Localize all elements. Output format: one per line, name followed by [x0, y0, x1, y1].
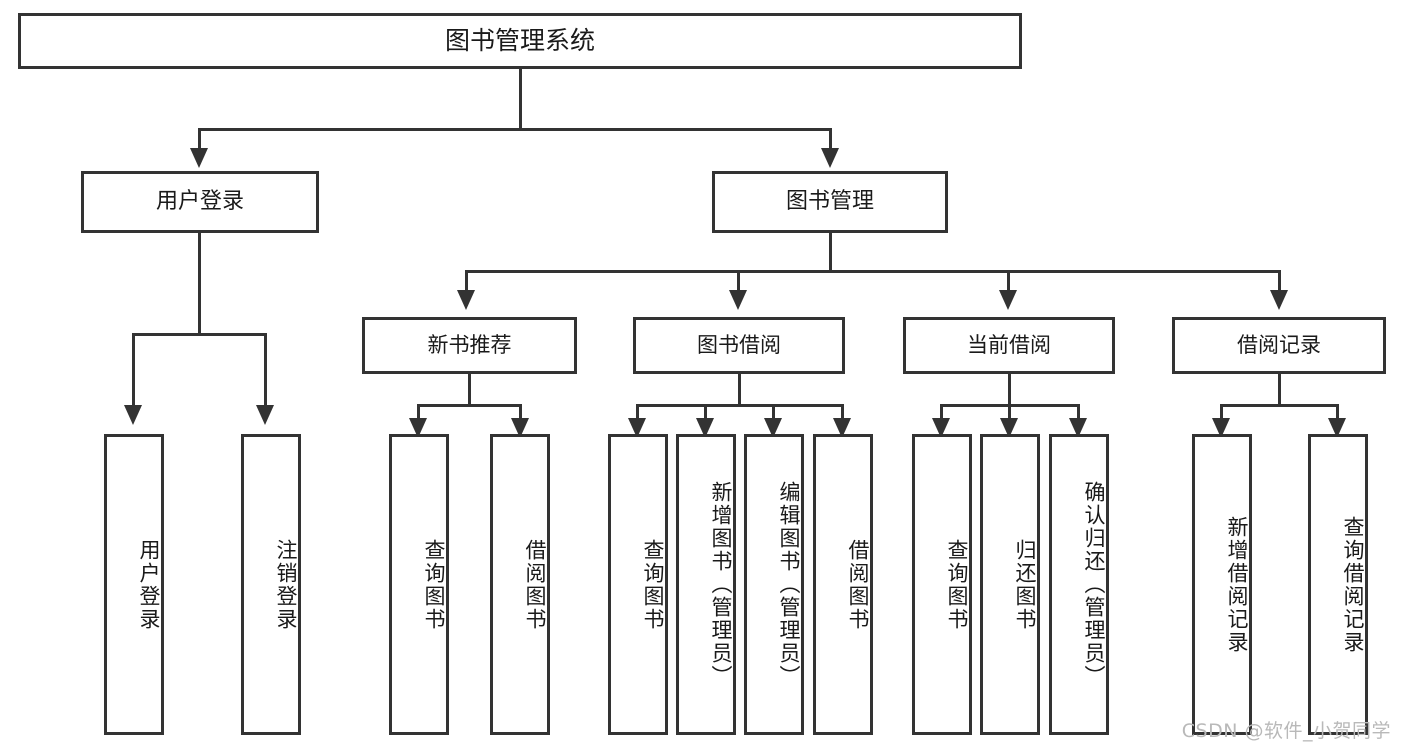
- arrowhead-current-borrow-leaf-1: [932, 418, 950, 438]
- node-label: 注销登录: [274, 538, 298, 631]
- connector-book-borrow-to-leaf-4: [841, 404, 844, 420]
- connector-book-borrow-to-leaf-2: [704, 404, 707, 420]
- connector-root-stem: [519, 69, 522, 131]
- node-label: 借阅记录: [1237, 333, 1321, 358]
- node-label: 新书推荐: [427, 333, 512, 358]
- leaf-borrow-record-query-record[interactable]: 查询借阅记录: [1308, 434, 1368, 735]
- connector-book-borrow-stem: [738, 374, 741, 407]
- node-label: 借阅图书: [846, 538, 870, 631]
- connector-current-borrow-stem: [1008, 374, 1011, 407]
- connector-root-bus: [198, 128, 832, 131]
- connector-borrow-record-to-leaf-1: [1220, 404, 1223, 420]
- node-user-login[interactable]: 用户登录: [81, 171, 319, 233]
- arrowhead-borrow-record-leaf-2: [1328, 418, 1346, 438]
- arrowhead-to-borrow-record: [1270, 290, 1288, 310]
- node-label: 查询图书: [641, 538, 665, 631]
- node-label: 查询借阅记录: [1341, 515, 1365, 654]
- node-book-borrow[interactable]: 图书借阅: [633, 317, 845, 374]
- node-label: 图书借阅: [697, 333, 781, 358]
- connector-borrow-record-stem: [1278, 374, 1281, 407]
- connector-new-book-stem: [468, 374, 471, 407]
- connector-to-book-borrow: [737, 270, 740, 292]
- leaf-book-borrow-borrow-book[interactable]: 借阅图书: [813, 434, 873, 735]
- arrowhead-to-book-manage: [821, 148, 839, 168]
- arrowhead-book-borrow-leaf-1: [628, 418, 646, 438]
- connector-book-borrow-to-leaf-1: [636, 404, 639, 420]
- connector-user-login-to-leaf-1: [132, 333, 135, 407]
- leaf-borrow-record-add-record[interactable]: 新增借阅记录: [1192, 434, 1252, 735]
- leaf-book-borrow-edit-book[interactable]: 编辑图书（管理员）: [744, 434, 804, 735]
- arrowhead-to-current-borrow: [999, 290, 1017, 310]
- connector-root-to-user-login: [198, 128, 201, 150]
- connector-new-book-to-leaf-2: [519, 404, 522, 420]
- node-label: 确认归还（管理员）: [1082, 481, 1106, 688]
- node-root-system[interactable]: 图书管理系统: [18, 13, 1022, 69]
- leaf-current-borrow-confirm-return[interactable]: 确认归还（管理员）: [1049, 434, 1109, 735]
- connector-level2-bus: [465, 270, 1281, 273]
- node-label: 用户登录: [137, 538, 161, 631]
- leaf-new-book-borrow-book[interactable]: 借阅图书: [490, 434, 550, 735]
- connector-borrow-record-bus: [1220, 404, 1339, 407]
- node-book-manage[interactable]: 图书管理: [712, 171, 948, 233]
- arrowhead-borrow-record-leaf-1: [1212, 418, 1230, 438]
- arrowhead-to-new-book: [457, 290, 475, 310]
- connector-new-book-bus: [417, 404, 522, 407]
- arrowhead-new-book-leaf-1: [409, 418, 427, 438]
- node-label: 当前借阅: [967, 333, 1051, 358]
- connector-current-borrow-to-leaf-3: [1077, 404, 1080, 420]
- arrowhead-book-borrow-leaf-3: [764, 418, 782, 438]
- node-new-book-recommend[interactable]: 新书推荐: [362, 317, 577, 374]
- node-label: 用户登录: [155, 189, 244, 215]
- arrowhead-book-borrow-leaf-4: [833, 418, 851, 438]
- connector-book-borrow-bus: [636, 404, 844, 407]
- node-label: 编辑图书（管理员）: [777, 481, 801, 688]
- leaf-user-login-signout[interactable]: 注销登录: [241, 434, 301, 735]
- connector-current-borrow-to-leaf-1: [940, 404, 943, 420]
- leaf-book-borrow-query-book[interactable]: 查询图书: [608, 434, 668, 735]
- arrowhead-new-book-leaf-2: [511, 418, 529, 438]
- connector-book-manage-stem: [829, 233, 832, 273]
- connector-to-new-book: [465, 270, 468, 292]
- connector-book-borrow-to-leaf-3: [772, 404, 775, 420]
- arrowhead-book-borrow-leaf-2: [696, 418, 714, 438]
- node-label: 图书管理: [785, 189, 874, 215]
- connector-current-borrow-to-leaf-2: [1008, 404, 1011, 420]
- node-label: 新增借阅记录: [1225, 515, 1249, 654]
- leaf-user-login-signin[interactable]: 用户登录: [104, 434, 164, 735]
- arrowhead-to-book-borrow: [729, 290, 747, 310]
- leaf-book-borrow-add-book[interactable]: 新增图书（管理员）: [676, 434, 736, 735]
- connector-user-login-stem: [198, 233, 201, 336]
- arrowhead-current-borrow-leaf-2: [1000, 418, 1018, 438]
- arrowhead-to-user-login: [190, 148, 208, 168]
- connector-to-borrow-record: [1278, 270, 1281, 292]
- leaf-current-borrow-query-book[interactable]: 查询图书: [912, 434, 972, 735]
- connector-borrow-record-to-leaf-2: [1336, 404, 1339, 420]
- node-label: 新增图书（管理员）: [709, 481, 733, 688]
- connector-root-to-book-manage: [829, 128, 832, 150]
- node-label: 图书管理系统: [444, 25, 595, 55]
- arrowhead-current-borrow-leaf-3: [1069, 418, 1087, 438]
- connector-user-login-to-leaf-2: [264, 333, 267, 407]
- connector-user-login-bus: [132, 333, 267, 336]
- leaf-current-borrow-return-book[interactable]: 归还图书: [980, 434, 1040, 735]
- node-label: 归还图书: [1013, 538, 1037, 631]
- arrowhead-user-login-leaf-2: [256, 405, 274, 425]
- node-label: 查询图书: [945, 538, 969, 631]
- node-borrow-record[interactable]: 借阅记录: [1172, 317, 1386, 374]
- node-label: 查询图书: [422, 538, 446, 631]
- node-current-borrow[interactable]: 当前借阅: [903, 317, 1115, 374]
- connector-new-book-to-leaf-1: [417, 404, 420, 420]
- connector-to-current-borrow: [1007, 270, 1010, 292]
- node-label: 借阅图书: [523, 538, 547, 631]
- arrowhead-user-login-leaf-1: [124, 405, 142, 425]
- leaf-new-book-query-book[interactable]: 查询图书: [389, 434, 449, 735]
